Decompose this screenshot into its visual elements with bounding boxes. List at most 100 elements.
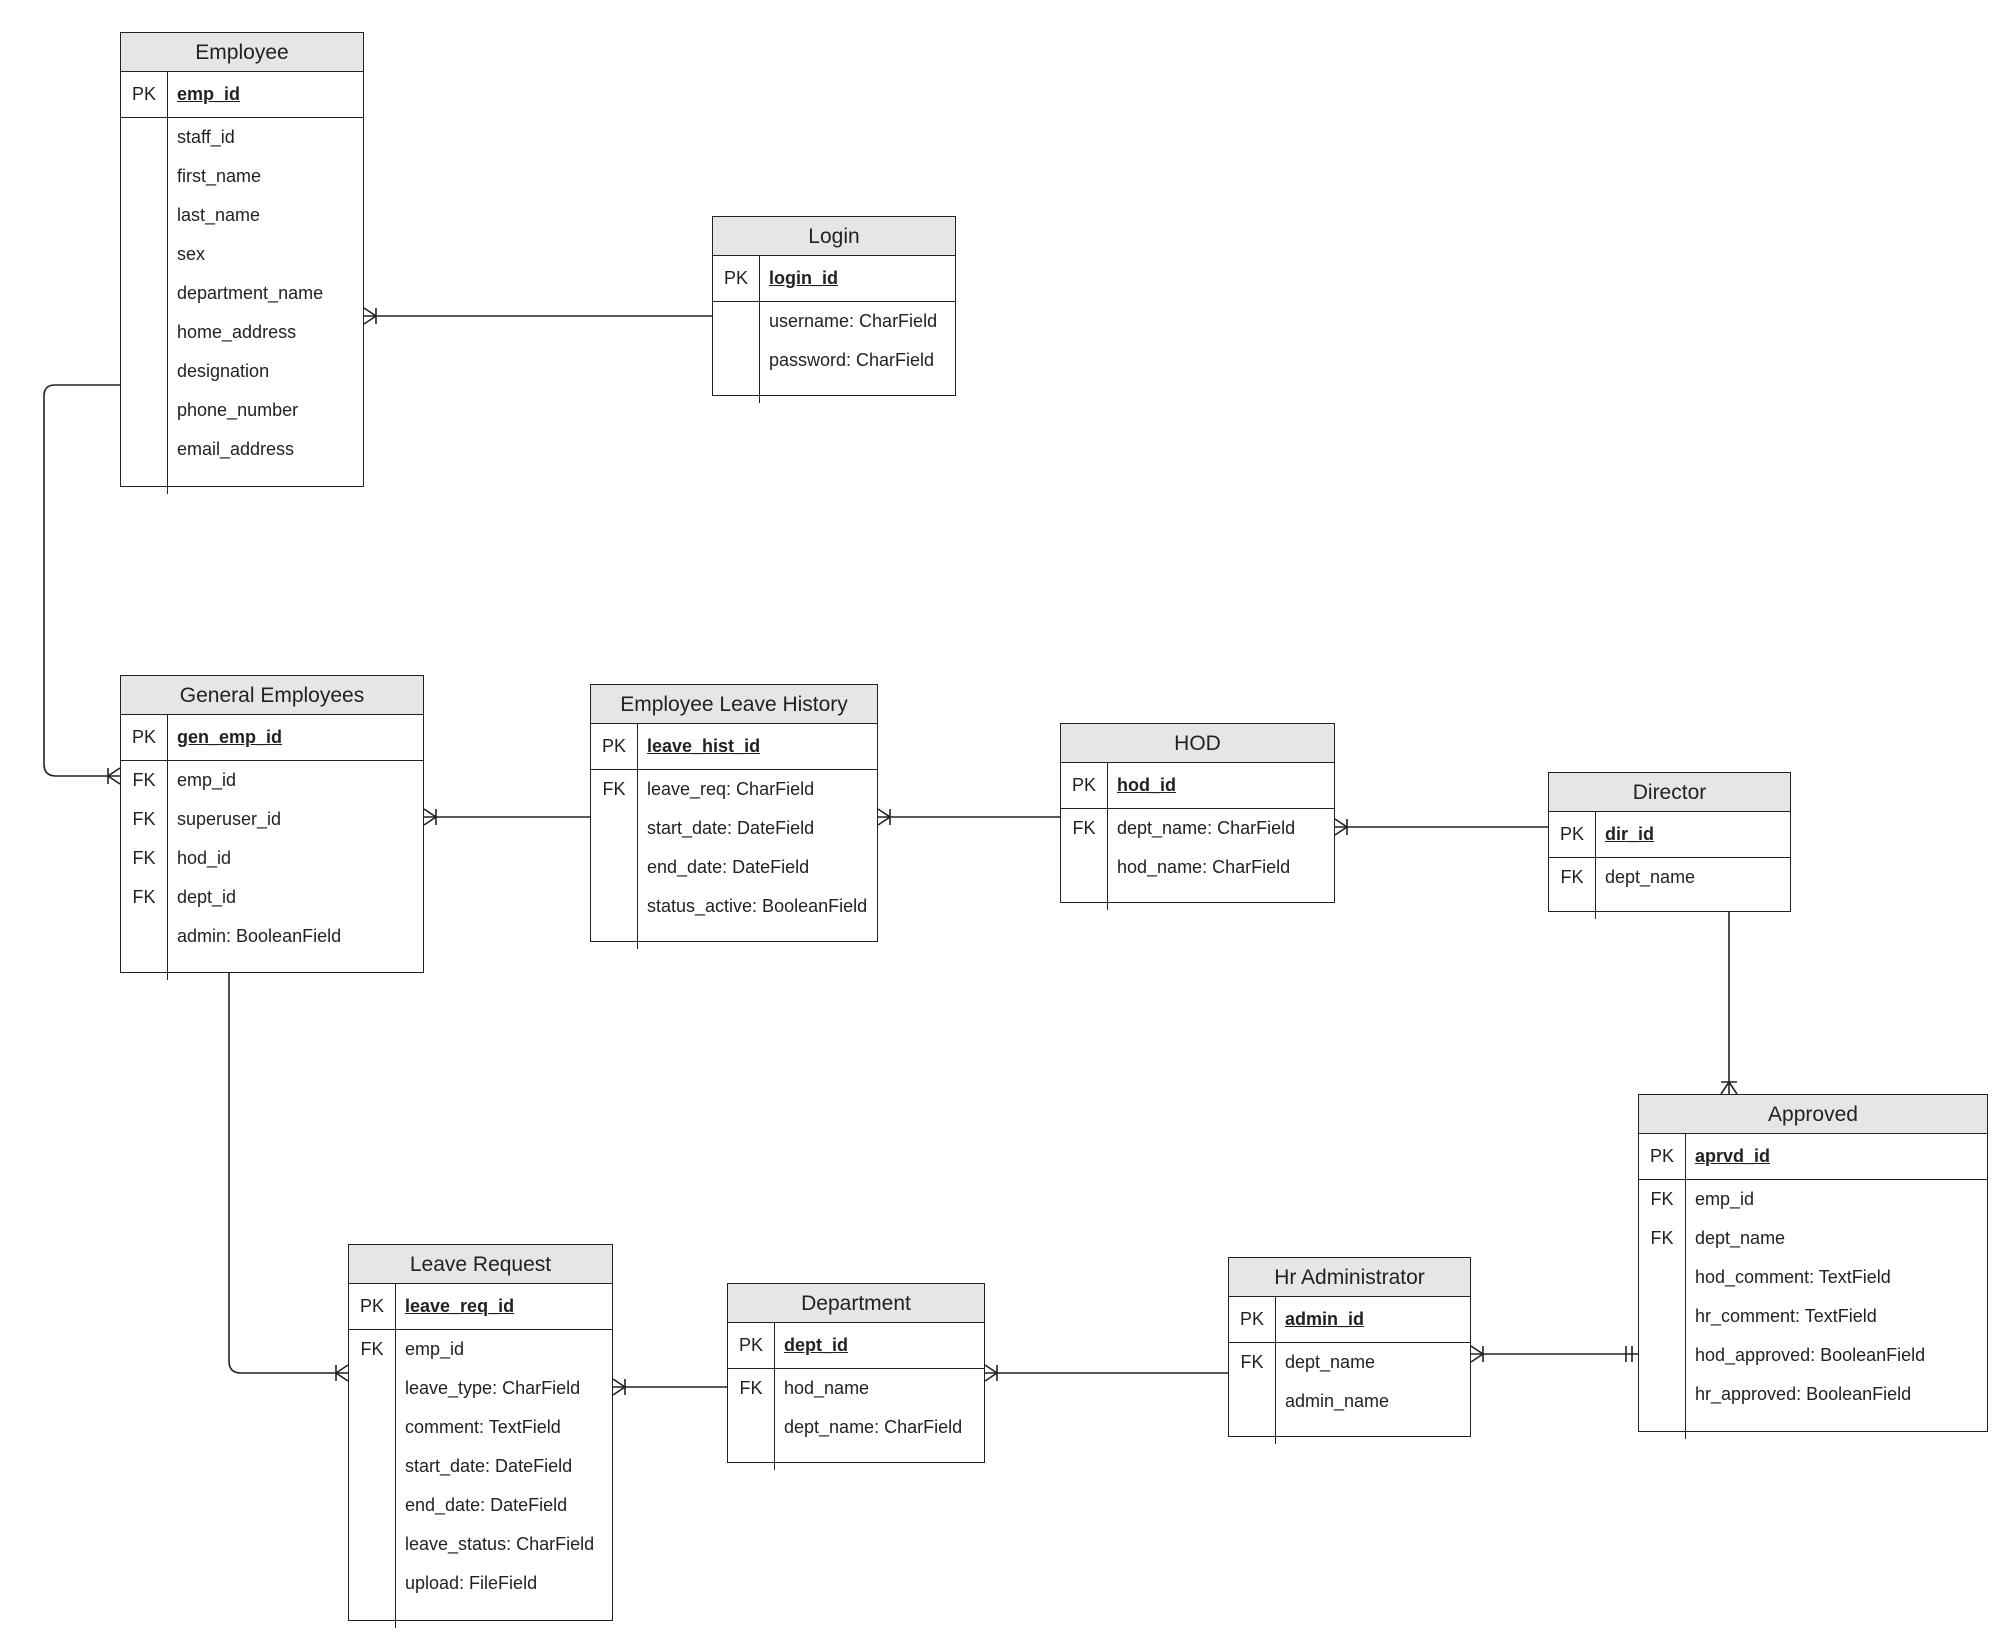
pk-section: PK leave_hist_id <box>591 724 877 770</box>
field-name: staff_id <box>177 127 235 147</box>
field-name: start_date: DateField <box>647 818 815 838</box>
field-row: admin_name <box>1229 1382 1470 1421</box>
entity-login[interactable]: Login PK login_id username: CharField pa… <box>712 216 956 403</box>
field-row: leave_status: CharField <box>349 1525 612 1564</box>
key-label: PK <box>131 727 156 747</box>
field-row: end_date: DateField <box>591 848 877 887</box>
field-name: dept_name: CharField <box>784 1417 963 1437</box>
pk-field: admin_id <box>1285 1309 1365 1329</box>
field-name: hod_approved: BooleanField <box>1695 1345 1926 1365</box>
key-label: FK <box>1650 1189 1674 1209</box>
field-row: comment: TextField <box>349 1408 612 1447</box>
key-label: FK <box>602 779 626 799</box>
field-row: dept_name: CharField <box>728 1408 984 1447</box>
entity-employee-leave-history[interactable]: Employee Leave History PK leave_hist_id … <box>590 684 878 949</box>
entity-employee[interactable]: Employee PK emp_id staff_id first_name l… <box>120 32 364 494</box>
entity-title: General Employees <box>121 676 423 715</box>
field-row: phone_number <box>121 391 363 430</box>
key-label: PK <box>131 84 156 104</box>
crowfoot-department-hr-admin <box>984 1364 999 1382</box>
field-name: hod_comment: TextField <box>1695 1267 1891 1287</box>
field-name: leave_status: CharField <box>405 1534 595 1554</box>
entity-title: Approved <box>1639 1095 1987 1134</box>
entity-title: Leave Request <box>349 1245 612 1284</box>
field-name: dept_name: CharField <box>1117 818 1296 838</box>
entity-approved[interactable]: Approved PK aprvd_id FK emp_id FK dept_nam… <box>1638 1094 1988 1439</box>
pk-section: PK hod_id <box>1061 763 1334 809</box>
field-row: password: CharField <box>713 341 955 380</box>
entity-title: Login <box>713 217 955 256</box>
entity-title: Director <box>1549 773 1790 812</box>
field-row: admin: BooleanField <box>121 917 423 956</box>
pk-row: PK emp_id <box>121 72 363 117</box>
field-name: home_address <box>177 322 297 342</box>
field-name: username: CharField <box>769 311 938 331</box>
field-row: last_name <box>121 196 363 235</box>
field-name: hod_name: CharField <box>1117 857 1291 877</box>
key-label: FK <box>360 1339 384 1359</box>
field-row: start_date: DateField <box>349 1447 612 1486</box>
field-row: FK hod_name <box>728 1369 984 1408</box>
field-name: upload: FileField <box>405 1573 538 1593</box>
key-label: FK <box>1650 1228 1674 1248</box>
field-row: email_address <box>121 430 363 469</box>
field-name: password: CharField <box>769 350 935 370</box>
field-name: emp_id <box>1695 1189 1755 1209</box>
field-name: dept_name <box>1695 1228 1786 1248</box>
field-name: phone_number <box>177 400 299 420</box>
key-label: FK <box>132 770 156 790</box>
field-name: leave_type: CharField <box>405 1378 581 1398</box>
key-label: PK <box>1239 1309 1264 1329</box>
field-row: FK dept_name <box>1639 1219 1987 1258</box>
pk-row: PK login_id <box>713 256 955 301</box>
pk-field: gen_emp_id <box>177 727 283 747</box>
pk-section: PK gen_emp_id <box>121 715 423 761</box>
pk-section: PK login_id <box>713 256 955 302</box>
field-row: leave_type: CharField <box>349 1369 612 1408</box>
crowfoot-general-employees-leave-history <box>423 808 438 826</box>
pk-section: PK aprvd_id <box>1639 1134 1987 1180</box>
field-section: FK emp_id FK dept_name hod_comment: TextFi… <box>1639 1180 1987 1439</box>
field-name: hod_name <box>784 1378 870 1398</box>
one-mark-approved-hr-admin <box>1625 1346 1633 1362</box>
pk-row: PK dept_id <box>728 1323 984 1368</box>
field-row: designation <box>121 352 363 391</box>
field-row: hod_comment: TextField <box>1639 1258 1987 1297</box>
crowfoot-leave-request-department <box>612 1378 627 1396</box>
field-row: start_date: DateField <box>591 809 877 848</box>
key-label: FK <box>132 809 156 829</box>
field-name: comment: TextField <box>405 1417 561 1437</box>
field-name: designation <box>177 361 270 381</box>
crowfoot-approved-director <box>1720 1080 1738 1095</box>
key-label: PK <box>723 268 748 288</box>
key-label: FK <box>739 1378 763 1398</box>
field-row: first_name <box>121 157 363 196</box>
field-row: department_name <box>121 274 363 313</box>
field-section: username: CharField password: CharField <box>713 302 955 403</box>
field-row: sex <box>121 235 363 274</box>
field-name: hr_comment: TextField <box>1695 1306 1877 1326</box>
pk-field: aprvd_id <box>1695 1146 1771 1166</box>
pk-row: PK aprvd_id <box>1639 1134 1987 1179</box>
field-name: dept_name <box>1285 1352 1376 1372</box>
entity-title: Employee <box>121 33 363 72</box>
key-label: FK <box>1560 867 1584 887</box>
field-name: hod_id <box>177 848 232 868</box>
pk-row: PK dir_id <box>1549 812 1790 857</box>
